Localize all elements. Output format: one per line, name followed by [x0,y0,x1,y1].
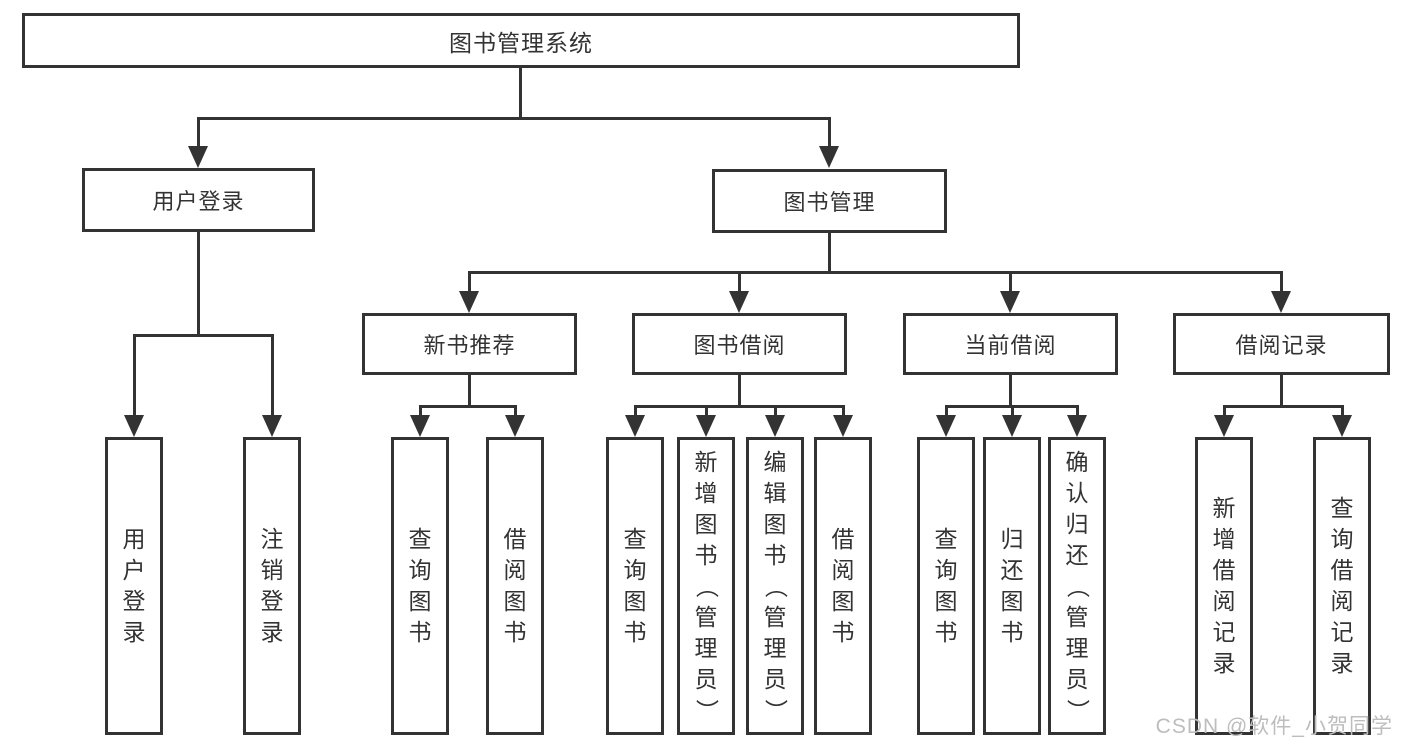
node-book-management-label: 图书管理 [783,190,876,215]
node-new-book-recommend-label: 新书推荐 [423,333,516,358]
node-current-borrowing: 当前借阅 [903,313,1118,375]
connector-line [419,405,422,416]
arrow-down-icon [188,146,208,168]
leaf-query-books-borrowing-label: 查询图书 [623,526,647,645]
leaf-user-login-label: 用户登录 [122,526,146,645]
connector-line [1280,375,1283,407]
connector-line [1341,405,1344,416]
connector-line [842,405,845,416]
arrow-down-icon [1000,291,1020,313]
csdn-watermark: CSDN @软件_小贺同学 [1155,715,1393,738]
connector-line [1280,271,1283,291]
connector-line [514,405,517,416]
connector-line [419,405,517,408]
connector-line [197,232,200,336]
arrow-down-icon [1214,415,1234,437]
leaf-return-book-label: 归还图书 [1000,526,1024,645]
connector-line [1076,405,1079,416]
leaf-return-book: 归还图书 [983,437,1041,735]
leaf-edit-book-admin: 编辑图书（管理员） [746,437,804,735]
arrow-down-icon [124,415,144,437]
leaf-borrow-books-recommend: 借阅图书 [486,437,544,735]
arrow-down-icon [696,415,716,437]
leaf-borrow-books-borrowing-label: 借阅图书 [831,526,855,645]
arrow-down-icon [936,415,956,437]
leaf-confirm-return-admin: 确认归还（管理员） [1048,437,1106,735]
connector-line [828,117,831,146]
leaf-query-books-current: 查询图书 [917,437,975,735]
leaf-confirm-return-admin-label: 确认归还（管理员） [1064,448,1091,722]
arrow-down-icon [1002,415,1022,437]
arrow-down-icon [819,146,839,168]
arrow-down-icon [262,415,282,437]
connector-line [468,375,471,407]
leaf-add-book-admin-label: 新增图书（管理员） [693,448,720,722]
node-book-management: 图书管理 [712,169,947,233]
node-borrowing-records: 借阅记录 [1173,313,1390,375]
node-borrowing-records-label: 借阅记录 [1235,333,1328,358]
leaf-query-borrow-record: 查询借阅记录 [1313,437,1371,735]
connector-line [738,271,741,291]
connector-line [468,271,1282,274]
node-book-borrowing-label: 图书借阅 [693,333,786,358]
arrow-down-icon [505,415,525,437]
leaf-user-login: 用户登录 [105,437,163,735]
connector-line [738,375,741,407]
connector-line [828,233,831,273]
connector-line [1011,405,1014,416]
connector-line [133,334,274,337]
connector-line [1223,405,1226,416]
arrow-down-icon [1067,415,1087,437]
leaf-query-books-borrowing: 查询图书 [606,437,664,735]
leaf-query-borrow-record-label: 查询借阅记录 [1330,495,1354,676]
connector-line [271,334,274,415]
node-book-borrowing: 图书借阅 [632,313,847,375]
node-root-library-system: 图书管理系统 [22,13,1020,68]
arrow-down-icon [729,291,749,313]
node-current-borrowing-label: 当前借阅 [964,333,1057,358]
connector-line [634,405,845,408]
node-user-login-label: 用户登录 [152,189,245,214]
leaf-query-books-recommend: 查询图书 [391,437,449,735]
connector-line [634,405,637,416]
connector-line [945,405,948,416]
leaf-edit-book-admin-label: 编辑图书（管理员） [762,448,789,722]
arrow-down-icon [410,415,430,437]
node-root-label: 图书管理系统 [449,29,593,56]
leaf-add-borrow-record-label: 新增借阅记录 [1212,495,1236,676]
connector-line [1223,405,1344,408]
leaf-borrow-books-borrowing: 借阅图书 [814,437,872,735]
connector-line [519,68,522,119]
node-user-login: 用户登录 [82,168,315,232]
connector-line [133,334,136,415]
arrow-down-icon [459,291,479,313]
leaf-query-books-recommend-label: 查询图书 [408,526,432,645]
leaf-add-borrow-record: 新增借阅记录 [1195,437,1253,735]
connector-line [1009,375,1012,407]
connector-line [468,271,471,291]
connector-line [1009,271,1012,291]
connector-line [197,117,200,146]
arrow-down-icon [625,415,645,437]
leaf-logout: 注销登录 [243,437,301,735]
arrow-down-icon [1332,415,1352,437]
node-new-book-recommend: 新书推荐 [362,313,577,375]
arrow-down-icon [765,415,785,437]
connector-line [197,117,831,120]
arrow-down-icon [1271,291,1291,313]
connector-line [774,405,777,416]
leaf-query-books-current-label: 查询图书 [934,526,958,645]
arrow-down-icon [833,415,853,437]
leaf-logout-label: 注销登录 [260,526,284,645]
leaf-borrow-books-recommend-label: 借阅图书 [503,526,527,645]
connector-line [705,405,708,416]
leaf-add-book-admin: 新增图书（管理员） [677,437,735,735]
